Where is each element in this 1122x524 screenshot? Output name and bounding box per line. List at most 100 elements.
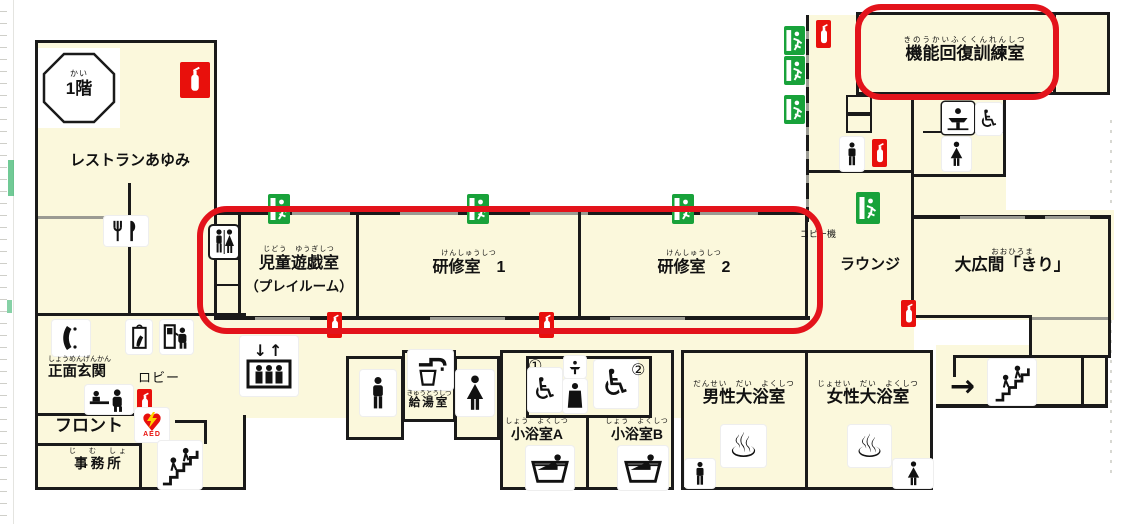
- femaleBath-name: 女性大浴室: [826, 388, 910, 407]
- hall-furigana: おおひろま: [991, 247, 1034, 256]
- bathA-furigana: しょう よくしつ: [505, 418, 569, 425]
- wall: [805, 350, 808, 490]
- entrance-name: 正面玄関: [48, 363, 106, 380]
- wheelchair-icon: ♿: [976, 103, 1002, 135]
- femaleBath-furigana: じょせい だい よくしつ: [817, 379, 919, 388]
- number-two-circle: ②: [631, 360, 646, 379]
- front-name: フロント: [55, 416, 123, 435]
- slab-rehab-row: [856, 12, 1110, 94]
- room-label-small-bath-a: しょう よくしつ 小浴室A: [502, 418, 572, 442]
- wheelchair-glyph: ♿: [531, 372, 559, 407]
- wall: [35, 313, 246, 316]
- female-icon: [893, 459, 933, 488]
- ruler-ticks: [0, 0, 7, 524]
- wheelchair-glyph: ♿: [978, 105, 1000, 133]
- wall: [215, 284, 239, 286]
- training2-name: 研修室 2: [657, 258, 731, 276]
- hot-water-tap-icon: [408, 350, 453, 390]
- maleBath-name: 男性大浴室: [702, 388, 786, 407]
- maleBath-furigana: だんせい だい よくしつ: [693, 379, 795, 388]
- floor-badge-label: 1階: [65, 78, 93, 98]
- vending-machine-icon: [160, 320, 193, 354]
- public-phone-icon: [52, 320, 90, 356]
- wall: [1030, 355, 1108, 358]
- wall: [953, 355, 956, 377]
- male-toilet-icon: [840, 137, 864, 171]
- room-label-training2: けんしゅうしつ 研修室 2: [625, 250, 763, 277]
- wall-opening: [530, 212, 588, 215]
- onsen-icon: ♨: [848, 425, 891, 467]
- wall-opening: [960, 216, 1025, 219]
- wall: [1108, 215, 1111, 358]
- wall: [214, 40, 217, 213]
- room-label-lobby: ロビー: [136, 367, 182, 386]
- wall-opening: [38, 216, 128, 219]
- small-room: [846, 95, 872, 114]
- training1-name: 研修室 1: [432, 258, 506, 276]
- wall: [911, 215, 914, 318]
- elevator-arrows: ↓↑: [253, 341, 285, 360]
- bathA-name: 小浴室A: [510, 425, 564, 442]
- attendant-icon: [563, 379, 587, 413]
- wall: [578, 211, 581, 320]
- stairs-icon: [988, 359, 1036, 405]
- octagon-shape: [42, 52, 116, 124]
- room-label-playroom: じどう ゆうぎしつ 児童遊戯室 （プレイルーム）: [240, 246, 358, 295]
- highlight-central-rooms: [197, 206, 823, 334]
- restaurant-name: レストランあゆみ: [69, 152, 190, 169]
- entrance-arrow: →: [950, 369, 976, 404]
- male-icon: [685, 459, 715, 488]
- baby-change-icon: [942, 102, 974, 134]
- wall: [1029, 315, 1032, 358]
- fire-extinguisher-icon: [901, 300, 916, 327]
- exit-sign-icon: [784, 95, 805, 124]
- male-toilet-icon: [360, 370, 396, 416]
- wall-opening: [1045, 216, 1090, 219]
- room-label-office: じ む しょ 事務所: [56, 448, 142, 472]
- bathtub-icon: [618, 446, 668, 490]
- wall: [128, 183, 131, 315]
- wall: [936, 404, 1108, 408]
- exit-sign-icon: [784, 26, 805, 55]
- onsen-glyph: ♨: [855, 427, 884, 465]
- hall-name: 大広間「きり」: [954, 256, 1071, 275]
- wall-opening: [400, 212, 458, 215]
- highlight-rehab-room: [855, 4, 1059, 100]
- room-label-front: フロント: [42, 416, 136, 436]
- room-label-kitchenette: きゅうとうしつ 給湯室: [402, 390, 456, 411]
- room-label-male-bath: だんせい だい よくしつ 男性大浴室: [688, 379, 800, 408]
- wall: [805, 211, 808, 320]
- wall-opening: [700, 212, 758, 215]
- female-toilet-icon: [942, 137, 971, 171]
- bathtub-icon: [526, 446, 574, 490]
- lobby-name: ロビー: [137, 370, 180, 385]
- fire-extinguisher-icon: [816, 20, 831, 48]
- wall: [856, 12, 1110, 15]
- wall: [35, 40, 217, 43]
- baby-change-icon: [564, 356, 586, 378]
- room-label-small-bath-b: しょう よくしつ 小浴室B: [602, 418, 672, 442]
- training1-furigana: けんしゅうしつ: [441, 250, 497, 257]
- rehab-name: 機能回復訓練室: [905, 44, 1025, 64]
- room-label-training1: けんしゅうしつ 研修室 1: [400, 250, 538, 277]
- room-label-lounge: ラウンジ: [830, 256, 910, 274]
- wheelchair-icon: ♿: [528, 368, 562, 412]
- kitchenette-furigana: きゅうとうしつ: [406, 390, 452, 397]
- slab-central-band: [214, 210, 1114, 320]
- wall: [38, 413, 141, 416]
- wall: [1003, 92, 1006, 176]
- room-label-hall: おおひろま 大広間「きり」: [940, 247, 1085, 276]
- elevator-icon: ↓↑: [240, 336, 298, 396]
- wall: [953, 355, 1033, 358]
- wall-opening: [1031, 317, 1108, 320]
- wall: [204, 420, 207, 444]
- wall-opening: [292, 212, 350, 215]
- floor-badge: かい 1階: [38, 69, 120, 99]
- room-label-rehab: きのうかいふくくんれんしつ 機能回復訓練室: [885, 35, 1045, 65]
- room-label-entrance: しょうめんげんかん 正面玄関: [48, 356, 160, 381]
- bathB-name: 小浴室B: [610, 425, 664, 442]
- wall: [806, 170, 913, 173]
- edge-exit-mark-2: [7, 300, 12, 313]
- wheelchair-glyph: ♿: [599, 363, 633, 404]
